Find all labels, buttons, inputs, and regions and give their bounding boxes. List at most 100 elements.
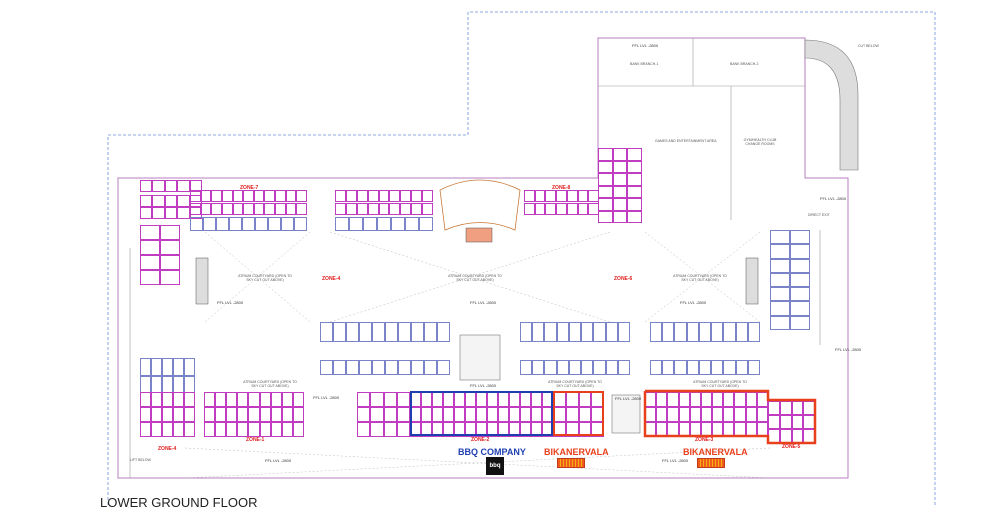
shop-unit (160, 270, 180, 285)
shop-unit (411, 203, 423, 215)
shop-unit (400, 190, 412, 202)
shop-unit (229, 217, 242, 231)
shop-unit (756, 407, 768, 422)
shop-unit (164, 207, 178, 219)
shop-unit (566, 203, 578, 215)
shop-unit-block (140, 180, 202, 192)
shop-unit (556, 322, 569, 342)
shop-unit (253, 203, 265, 215)
shop-unit (385, 360, 398, 375)
shop-unit (790, 258, 810, 273)
shop-unit (770, 272, 790, 288)
shop-unit (437, 360, 450, 375)
shop-unit (162, 407, 173, 422)
shop-unit-block (520, 322, 630, 342)
shop-unit-block (650, 322, 760, 342)
shop-unit (200, 190, 212, 202)
shop-unit (565, 407, 579, 422)
shop-unit (612, 210, 628, 223)
shop-unit (578, 422, 592, 437)
shop-unit (320, 360, 333, 375)
shop-unit (370, 422, 384, 437)
shop-unit (285, 190, 297, 202)
shop-unit (203, 217, 216, 231)
atrium-bottom-right: ATRIUM COURTYARD (OPEN TO SKY CUT OUT AB… (693, 380, 747, 389)
shop-unit (723, 322, 736, 342)
shop-unit (140, 207, 153, 219)
room-gym: GYM/HEALTH CLUB CHANGE ROOMS (743, 138, 777, 147)
shop-unit (215, 422, 227, 437)
shop-unit (237, 422, 249, 437)
shop-unit (534, 190, 546, 202)
shop-unit (443, 422, 454, 437)
shop-unit (237, 407, 249, 422)
shop-unit (545, 190, 557, 202)
shop-unit (292, 407, 304, 422)
shop-unit (422, 203, 433, 215)
shop-unit (790, 315, 810, 330)
shop-unit (255, 217, 268, 231)
shop-unit (140, 422, 151, 437)
atrium-left: ATRIUM COURTYARD (OPEN TO SKY CUT OUT AB… (238, 274, 292, 283)
bikanervala-logo-2 (697, 458, 725, 468)
shop-unit (281, 217, 294, 231)
shop-unit (747, 322, 760, 342)
shop-unit (221, 190, 233, 202)
shop-unit (292, 392, 304, 407)
shop-unit (712, 407, 724, 422)
shop-unit-block (770, 230, 810, 330)
shop-unit (226, 407, 238, 422)
shop-unit (372, 360, 385, 375)
shop-unit (465, 407, 476, 422)
shop-unit (152, 180, 165, 192)
shop-unit (372, 322, 385, 342)
shop-unit (678, 392, 690, 407)
shop-unit (232, 190, 244, 202)
shop-unit (346, 322, 359, 342)
shop-unit-block (204, 392, 304, 437)
shop-unit (221, 203, 233, 215)
shop-unit (498, 422, 509, 437)
shop-unit (662, 360, 675, 375)
shop-unit (184, 358, 195, 376)
shop-unit (357, 392, 371, 407)
shop-unit (578, 407, 592, 422)
shop-unit (734, 407, 746, 422)
shop-unit (237, 392, 249, 407)
shop-unit (285, 203, 297, 215)
shop-unit (735, 322, 748, 342)
shop-unit (398, 322, 411, 342)
shop-unit (411, 322, 424, 342)
shop-unit (370, 407, 384, 422)
shop-unit (243, 203, 254, 215)
shop-unit (140, 270, 160, 285)
shop-unit (627, 160, 642, 173)
shop-unit (184, 392, 195, 407)
shop-unit (432, 422, 443, 437)
shop-unit (383, 392, 397, 407)
cut-below-label: CUT BELOW (858, 44, 879, 48)
zone-6-label: ZONE-6 (614, 276, 633, 282)
shop-unit (605, 322, 618, 342)
bikanervala-area-1[interactable] (553, 391, 604, 436)
shop-unit (605, 360, 618, 375)
shop-unit (177, 207, 190, 219)
shop-unit (268, 217, 281, 231)
ffl-level-label: FFL LVL -2800 (470, 383, 497, 388)
shop-unit (385, 322, 398, 342)
shop-unit (140, 407, 151, 422)
shop-unit-block (410, 392, 553, 437)
shop-unit (335, 203, 346, 215)
bbq-company-area[interactable] (410, 391, 553, 436)
lift-below-label: LIFT BELOW (130, 458, 151, 462)
shop-unit (791, 401, 804, 415)
shop-unit-block (524, 203, 599, 215)
shop-unit (396, 407, 410, 422)
ffl-level-label: FFL LVL -2800 (217, 300, 244, 305)
shop-unit (253, 190, 265, 202)
shop-unit (296, 203, 307, 215)
shop-unit (667, 392, 679, 407)
shop-unit (346, 360, 359, 375)
shop-unit-block (650, 360, 760, 375)
